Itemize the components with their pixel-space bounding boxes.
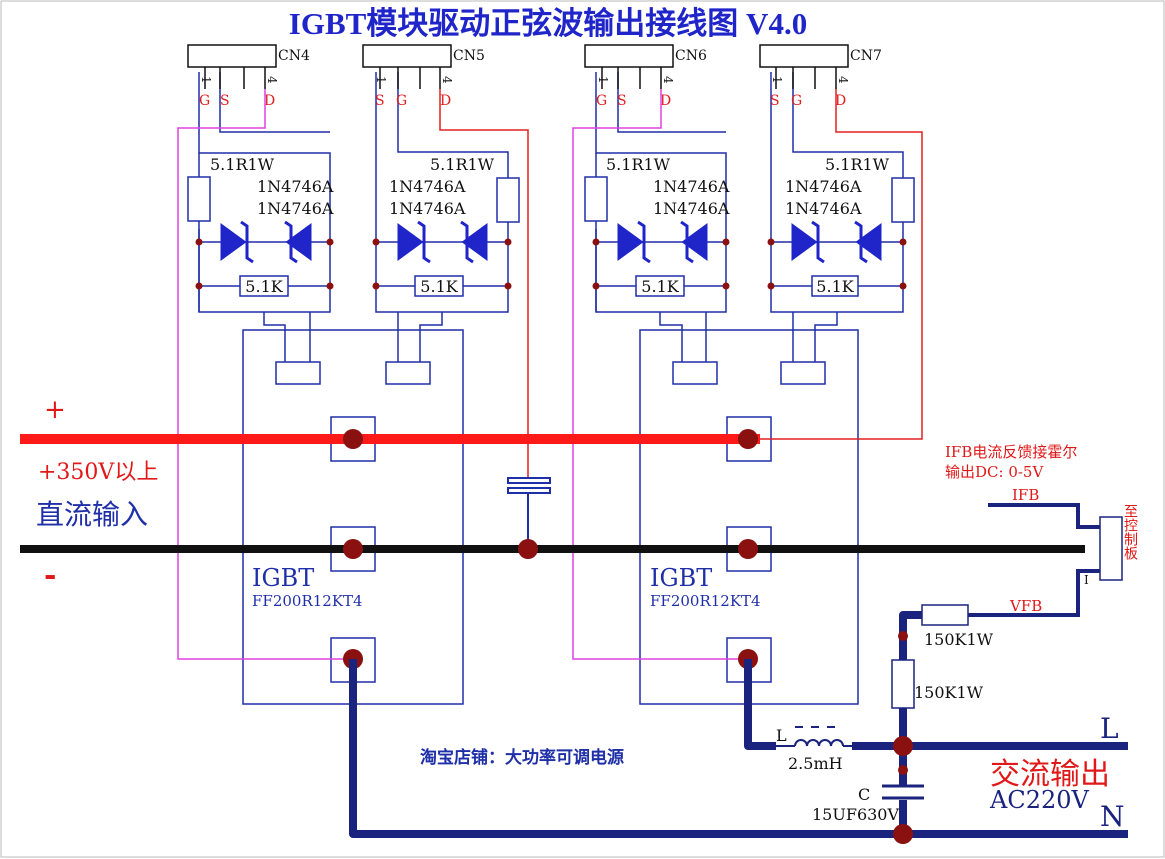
feedback-resistors — [891, 604, 969, 709]
source-wires — [177, 89, 748, 660]
gate-resistor-label: 5.1R1W — [825, 155, 890, 174]
zener-label: 1N4746A — [257, 177, 334, 196]
pulldown-label: 5.1K — [641, 277, 679, 296]
dc-voltage-label: +350V以上 — [38, 460, 158, 485]
pin-number: 1 — [596, 76, 610, 84]
pin-number: 1 — [770, 76, 784, 84]
zener-label: 1N4746A — [389, 199, 466, 218]
zener-label: 1N4746A — [785, 177, 862, 196]
dc-input-label: 直流输入 — [36, 498, 148, 531]
igbt-module-left — [242, 329, 464, 705]
diagram-title: IGBT模块驱动正弦波输出接线图 V4.0 — [289, 6, 807, 41]
pin-number: 4 — [661, 76, 675, 84]
igbt-label-left: IGBT — [252, 564, 314, 592]
connector-label-cn7: CN7 — [850, 48, 882, 64]
gate-resistor-label: 5.1R1W — [430, 155, 495, 174]
pin-label: S — [770, 93, 780, 109]
igbt-model-left: FF200R12KT4 — [252, 592, 363, 610]
to-control-board-label: 至控制板 — [1122, 504, 1138, 560]
zener-label: 1N4746A — [257, 199, 334, 218]
zener-label: 1N4746A — [653, 199, 730, 218]
connector-label-cn4: CN4 — [278, 48, 310, 64]
zener-label: 1N4746A — [653, 177, 730, 196]
inductor-ref: L — [776, 726, 787, 745]
pin-label: G — [199, 93, 210, 109]
pin-number: 4 — [265, 76, 279, 84]
control-board-connector — [1099, 516, 1123, 581]
ac-l-label: L — [1100, 712, 1119, 745]
pin-i-label: I — [1084, 573, 1089, 587]
connector-label-cn5: CN5 — [453, 48, 485, 64]
pin-label: G — [596, 93, 607, 109]
ifb-label: IFB — [1012, 486, 1039, 504]
connector-pins — [204, 67, 837, 89]
feedback-note-line2: 输出DC: 0-5V — [945, 463, 1044, 481]
inductor — [776, 726, 852, 747]
gate-resistor-label: 5.1R1W — [606, 155, 671, 174]
pin-label: G — [396, 93, 407, 109]
pin-label: D — [440, 93, 451, 109]
pin-label: S — [220, 93, 230, 109]
feedback-resistor-1-label: 150K1W — [924, 630, 994, 649]
pulldown-label: 5.1K — [420, 277, 458, 296]
dc-plus-sign: + — [44, 395, 66, 425]
connector-label-cn6: CN6 — [675, 48, 707, 64]
pin-label: S — [375, 93, 385, 109]
pin-label: S — [617, 93, 627, 109]
drain-wires — [439, 89, 923, 478]
pin-number: 1 — [374, 76, 388, 84]
dc-minus-sign: - — [44, 558, 56, 593]
capacitor-value: 15UF630V — [812, 805, 899, 824]
pin-number: 1 — [199, 76, 213, 84]
inductor-value: 2.5mH — [788, 754, 843, 773]
zener-label: 1N4746A — [785, 199, 862, 218]
output-capacitor — [882, 784, 924, 800]
feedback-wires — [968, 503, 1100, 617]
pin-label: D — [264, 93, 275, 109]
ac-nodes — [893, 631, 913, 844]
pulldown-label: 5.1K — [816, 277, 854, 296]
igbt-model-right: FF200R12KT4 — [650, 592, 761, 610]
igbt-module-right — [639, 329, 859, 705]
connector-headers — [187, 44, 849, 68]
driver-junctions — [195, 238, 907, 290]
pin-number: 4 — [836, 76, 850, 84]
pin-label: G — [791, 93, 802, 109]
gate-resistor-label: 5.1R1W — [210, 155, 275, 174]
feedback-resistor-2-label: 150K1W — [914, 683, 984, 702]
igbt-label-right: IGBT — [650, 564, 712, 592]
module-gate-terminals — [275, 361, 826, 385]
capacitor-ref: C — [858, 785, 870, 804]
ac-voltage-label: AC220V — [989, 786, 1090, 814]
ac-output-label: 交流输出 — [990, 757, 1110, 792]
ac-n-label: N — [1100, 800, 1125, 833]
zener-label: 1N4746A — [389, 177, 466, 196]
bus-capacitor — [507, 477, 551, 549]
pulldown-label: 5.1K — [245, 277, 283, 296]
pin-label: D — [835, 93, 846, 109]
zener-diodes — [220, 220, 882, 264]
pin-number: 4 — [440, 76, 454, 84]
feedback-note-line1: IFB电流反馈接霍尔 — [945, 443, 1077, 461]
pin-label: D — [660, 93, 671, 109]
pulldown-resistors — [239, 275, 859, 297]
gate-resistors — [187, 176, 915, 223]
shop-label: 淘宝店铺：大功率可调电源 — [420, 747, 624, 768]
vfb-label: VFB — [1009, 597, 1042, 615]
